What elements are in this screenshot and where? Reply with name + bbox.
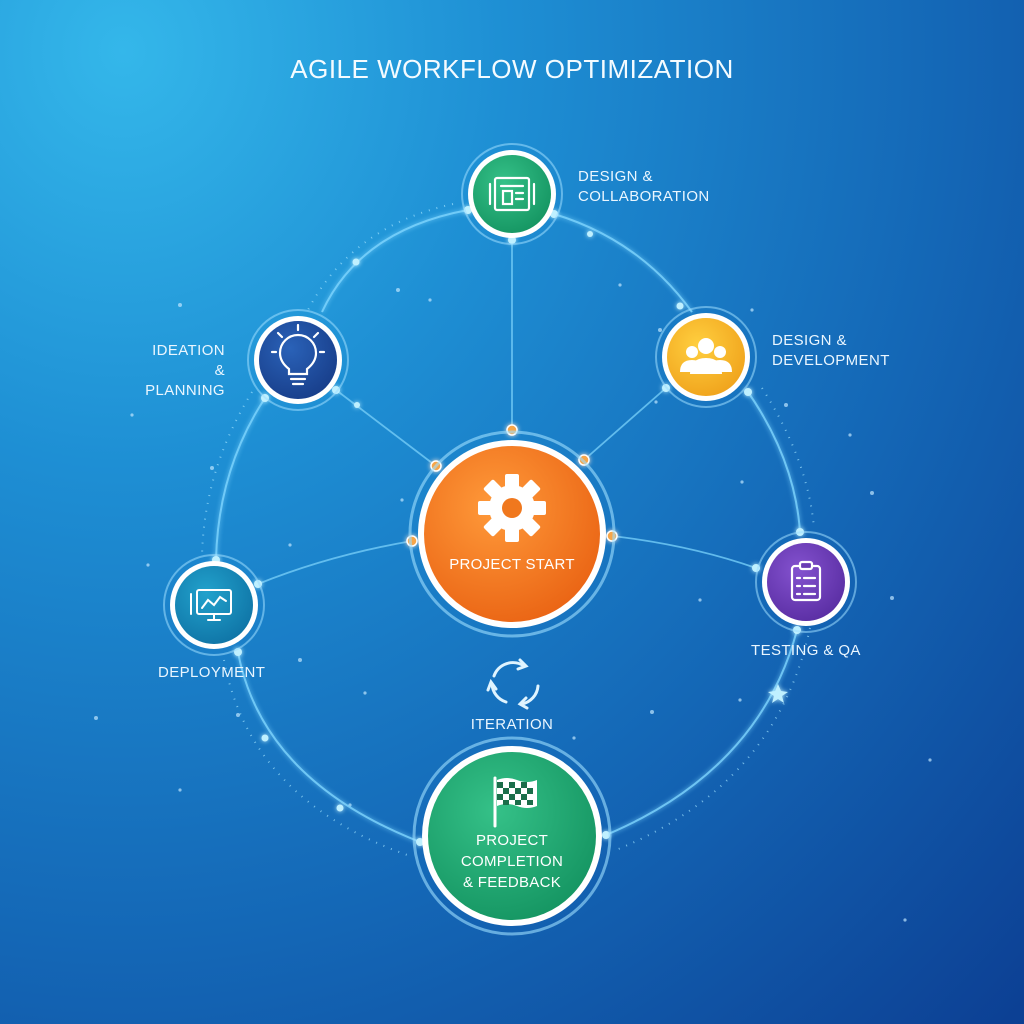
node-testing-qa[interactable] (755, 531, 857, 633)
checkered-flag-icon (493, 776, 537, 828)
node-deployment[interactable] (163, 554, 265, 656)
gear-icon (478, 474, 546, 542)
label-design-collaboration: DESIGN & COLLABORATION (578, 167, 710, 207)
node-ideation-planning[interactable] (247, 309, 349, 411)
team-icon (680, 338, 732, 374)
node-design-development[interactable] (655, 306, 757, 408)
label-line: COMPLETION (460, 853, 564, 870)
label-testing-qa: TESTING & QA (751, 642, 861, 659)
label-deployment: DEPLOYMENT (158, 664, 266, 681)
connector-loop (215, 209, 801, 843)
clipboard-checklist-icon (790, 560, 822, 602)
lightbulb-icon (270, 323, 326, 386)
background-sparkles (94, 283, 932, 922)
node-project-completion[interactable] (412, 736, 612, 936)
connector-loop-dots (201, 203, 815, 857)
label-line: DESIGN & (578, 168, 653, 185)
label-line: & PLANNING (145, 362, 225, 399)
label-design-development: DESIGN & DEVELOPMENT (772, 331, 890, 371)
label-iteration: ITERATION (470, 716, 554, 733)
label-line: DEVELOPMENT (772, 352, 890, 369)
connector-spokes (257, 240, 757, 585)
label-line: & FEEDBACK (462, 874, 562, 891)
diagram-title: AGILE WORKFLOW OPTIMIZATION (290, 54, 734, 84)
cycle-arrows-icon (486, 658, 540, 710)
label-line: DESIGN & (772, 332, 847, 349)
node-project-start[interactable] (408, 430, 616, 638)
label-line: PROJECT (475, 832, 549, 849)
label-line: COLLABORATION (578, 188, 710, 205)
node-design-collaboration[interactable] (461, 143, 563, 245)
label-project-completion: PROJECT COMPLETION & FEEDBACK (432, 830, 592, 893)
label-project-start: PROJECT START (449, 556, 575, 573)
label-line: IDEATION (152, 342, 225, 359)
monitor-chart-icon (190, 589, 232, 621)
label-ideation-planning: IDEATION & PLANNING (141, 341, 225, 401)
blueprint-icon (488, 176, 536, 212)
